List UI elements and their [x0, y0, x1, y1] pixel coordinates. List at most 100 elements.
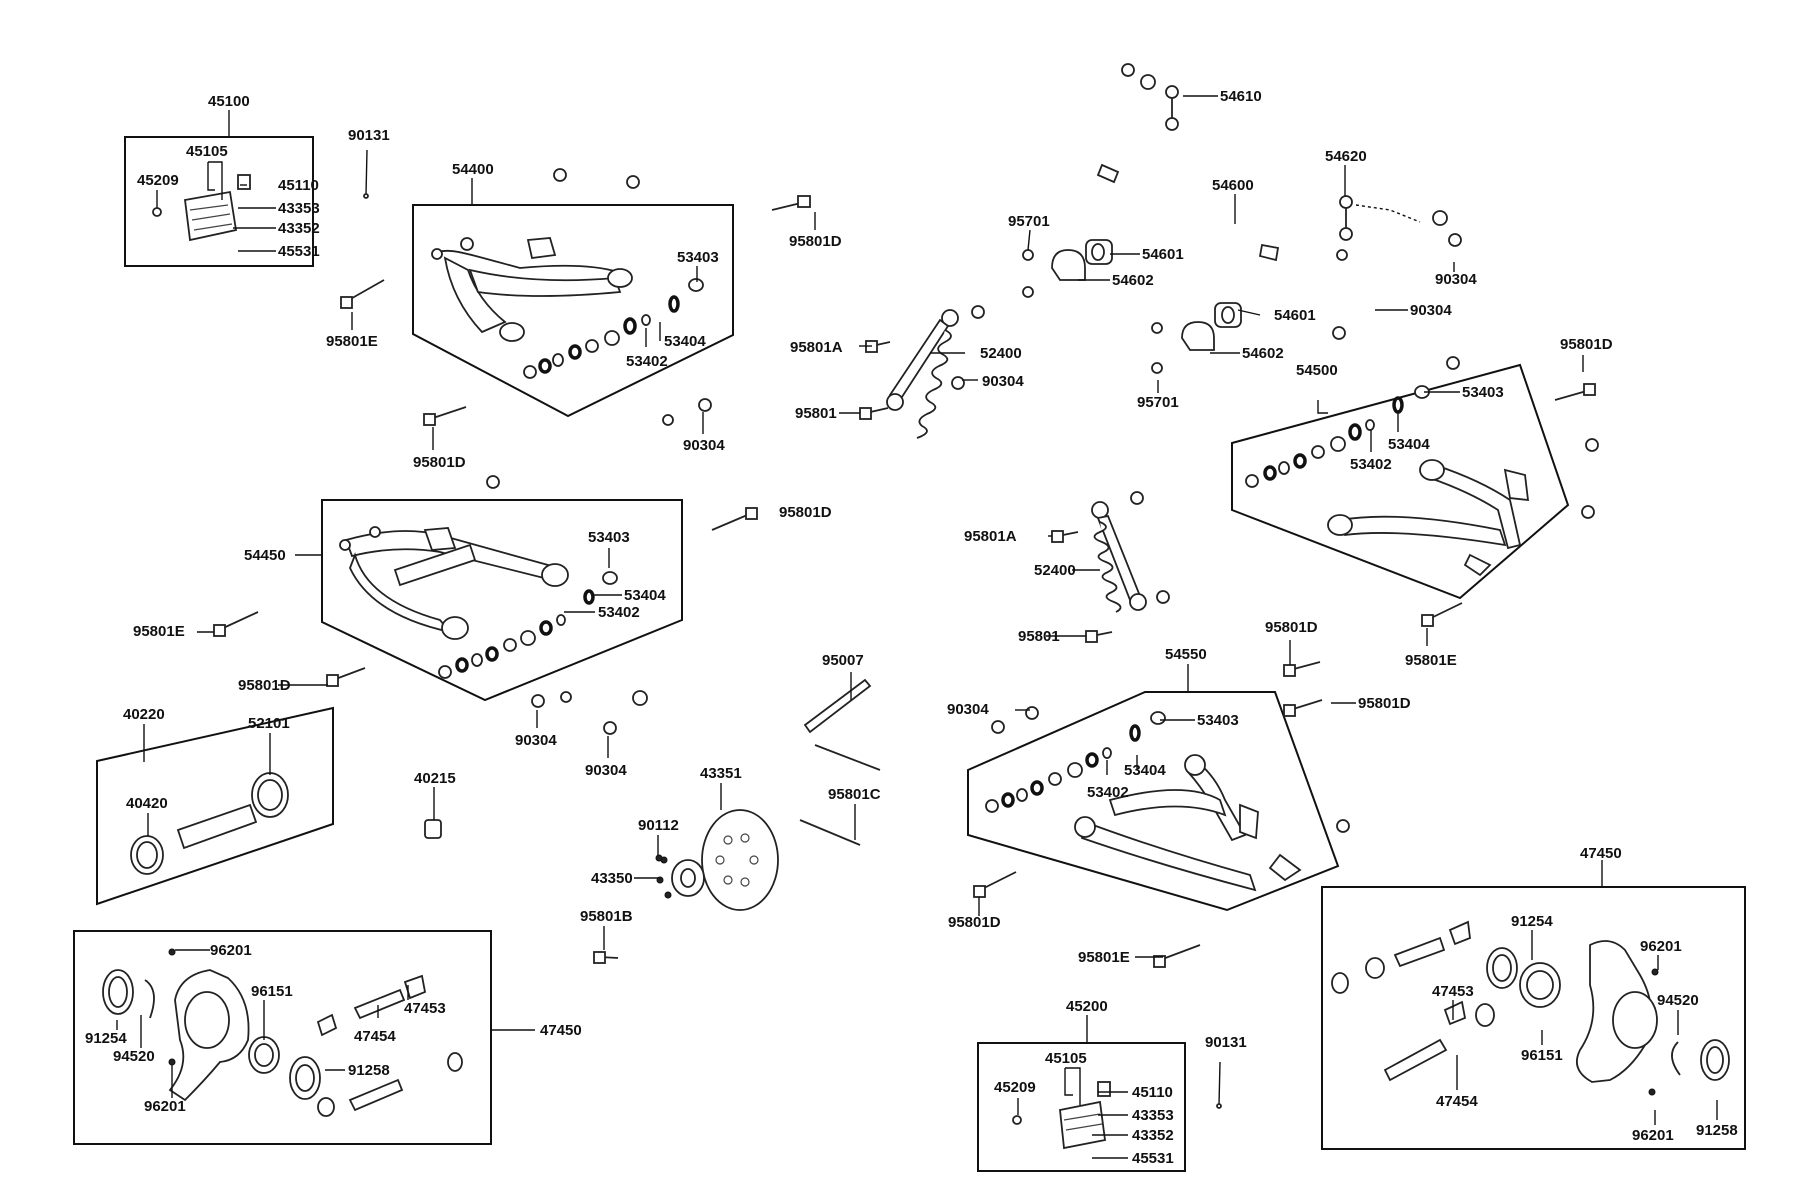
callout-label: 45110 — [1132, 1084, 1173, 1101]
callout-label: 94520 — [113, 1048, 155, 1065]
callout-label: 90304 — [1435, 271, 1477, 288]
callout-label: 54600 — [1212, 177, 1254, 194]
callout-label: 96151 — [1521, 1047, 1563, 1064]
bushing-54601-upper — [1085, 239, 1113, 265]
axle-shaft-40220 — [130, 772, 289, 875]
callout-label: 94520 — [1657, 992, 1699, 1009]
callout-label: 45209 — [137, 172, 179, 189]
bushing-set-54450 — [438, 571, 618, 679]
box-lower-arm-54550 — [967, 691, 1340, 912]
callout-label: 45209 — [994, 1079, 1036, 1096]
callout-label: 95801E — [1078, 949, 1130, 966]
bracket-54602-upper — [1051, 249, 1086, 281]
callout-label: 90131 — [1205, 1034, 1247, 1051]
shaft-95007 — [803, 678, 872, 734]
callout-label: 54450 — [244, 547, 286, 564]
callout-label: 95701 — [1008, 213, 1050, 230]
callout-label: 45110 — [278, 177, 319, 194]
callout-label: 91254 — [85, 1030, 127, 1047]
bushing-set-54400 — [523, 278, 704, 379]
callout-label: 45100 — [208, 93, 250, 110]
callout-label: 45105 — [1045, 1050, 1087, 1067]
knuckle-left — [102, 969, 463, 1117]
shock-absorber-lower — [1091, 501, 1147, 613]
callout-label: 53402 — [1087, 784, 1129, 801]
callout-label: 91258 — [348, 1062, 390, 1079]
callout-labels: 45100 45105 45209 45110 43353 43352 4553… — [85, 88, 1738, 1167]
hub-43350 — [656, 856, 705, 899]
callout-label: 47450 — [1580, 845, 1622, 862]
callout-label: 95701 — [1137, 394, 1179, 411]
callout-label: 52400 — [980, 345, 1022, 362]
bolt-95801C — [799, 744, 881, 846]
knuckle-right — [1331, 920, 1730, 1083]
callout-label: 95007 — [822, 652, 864, 669]
callout-label: 95801D — [779, 504, 832, 521]
callout-label: 95801A — [964, 528, 1017, 545]
callout-label: 53404 — [1124, 762, 1166, 779]
box-lower-arm-54450 — [321, 499, 683, 702]
callout-label: 95801E — [326, 333, 378, 350]
callout-label: 54610 — [1220, 88, 1262, 105]
callout-label: 45531 — [278, 243, 320, 260]
callout-label: 53403 — [677, 249, 719, 266]
callout-label: 47454 — [354, 1028, 396, 1045]
callout-label: 95801E — [1405, 652, 1457, 669]
callout-label: 90112 — [638, 817, 679, 834]
callout-label: 95801D — [948, 914, 1001, 931]
callout-label: 96201 — [144, 1098, 186, 1115]
caliper-right — [1012, 1081, 1111, 1150]
callout-label: 54601 — [1274, 307, 1316, 324]
callout-label: 95801E — [133, 623, 185, 640]
callout-label: 95801D — [789, 233, 842, 250]
callout-label: 90304 — [585, 762, 627, 779]
callout-label: 90304 — [515, 732, 557, 749]
callout-label: 95801D — [238, 677, 291, 694]
callout-label: 95801 — [795, 405, 837, 422]
callout-label: 95801C — [828, 786, 881, 803]
callout-label: 53404 — [1388, 436, 1430, 453]
callout-label: 47454 — [1436, 1093, 1478, 1110]
callout-label: 95801D — [1358, 695, 1411, 712]
callout-label: 90304 — [982, 373, 1024, 390]
callout-label: 90131 — [348, 127, 390, 144]
callout-label: 45531 — [1132, 1150, 1174, 1167]
callout-label: 96201 — [1632, 1127, 1674, 1144]
upper-arm-54400 — [431, 237, 633, 342]
cotter-pin-90131-right — [1216, 1061, 1222, 1109]
shock-absorber-upper — [886, 309, 959, 439]
callout-label: 96151 — [251, 983, 293, 1000]
bushing-54601-lower — [1214, 302, 1242, 328]
callout-label: 52101 — [248, 715, 290, 732]
lower-arm-54450 — [339, 526, 569, 640]
callout-label: 53402 — [598, 604, 640, 621]
callout-label: 53403 — [588, 529, 630, 546]
callout-label: 54602 — [1112, 272, 1154, 289]
callout-label: 53402 — [1350, 456, 1392, 473]
callout-label: 54500 — [1296, 362, 1338, 379]
callout-label: 90304 — [1410, 302, 1452, 319]
bushing-set-54550 — [985, 711, 1166, 813]
cotter-pin-90131-left — [363, 149, 369, 199]
callout-label: 43352 — [278, 220, 320, 237]
link-54610 — [1165, 85, 1179, 131]
box-axle-40220 — [96, 706, 334, 906]
callout-label: 91254 — [1511, 913, 1553, 930]
leader-lines — [116, 95, 1718, 1159]
callout-label: 96201 — [1640, 938, 1682, 955]
callout-label: 95801 — [1018, 628, 1060, 645]
callout-label: 54601 — [1142, 246, 1184, 263]
callout-label: 54550 — [1165, 646, 1207, 663]
callout-label: 53403 — [1462, 384, 1504, 401]
callout-label: 95801D — [1265, 619, 1318, 636]
callout-label: 91258 — [1696, 1122, 1738, 1139]
link-54620 — [1339, 195, 1421, 241]
box-knuckle-left — [73, 930, 492, 1145]
callout-label: 53402 — [626, 353, 668, 370]
callout-label: 40215 — [414, 770, 456, 787]
callout-label: 95801D — [1560, 336, 1613, 353]
lower-arm-54550 — [1074, 754, 1302, 892]
callout-label: 47450 — [540, 1022, 582, 1039]
callout-label: 90304 — [947, 701, 989, 718]
